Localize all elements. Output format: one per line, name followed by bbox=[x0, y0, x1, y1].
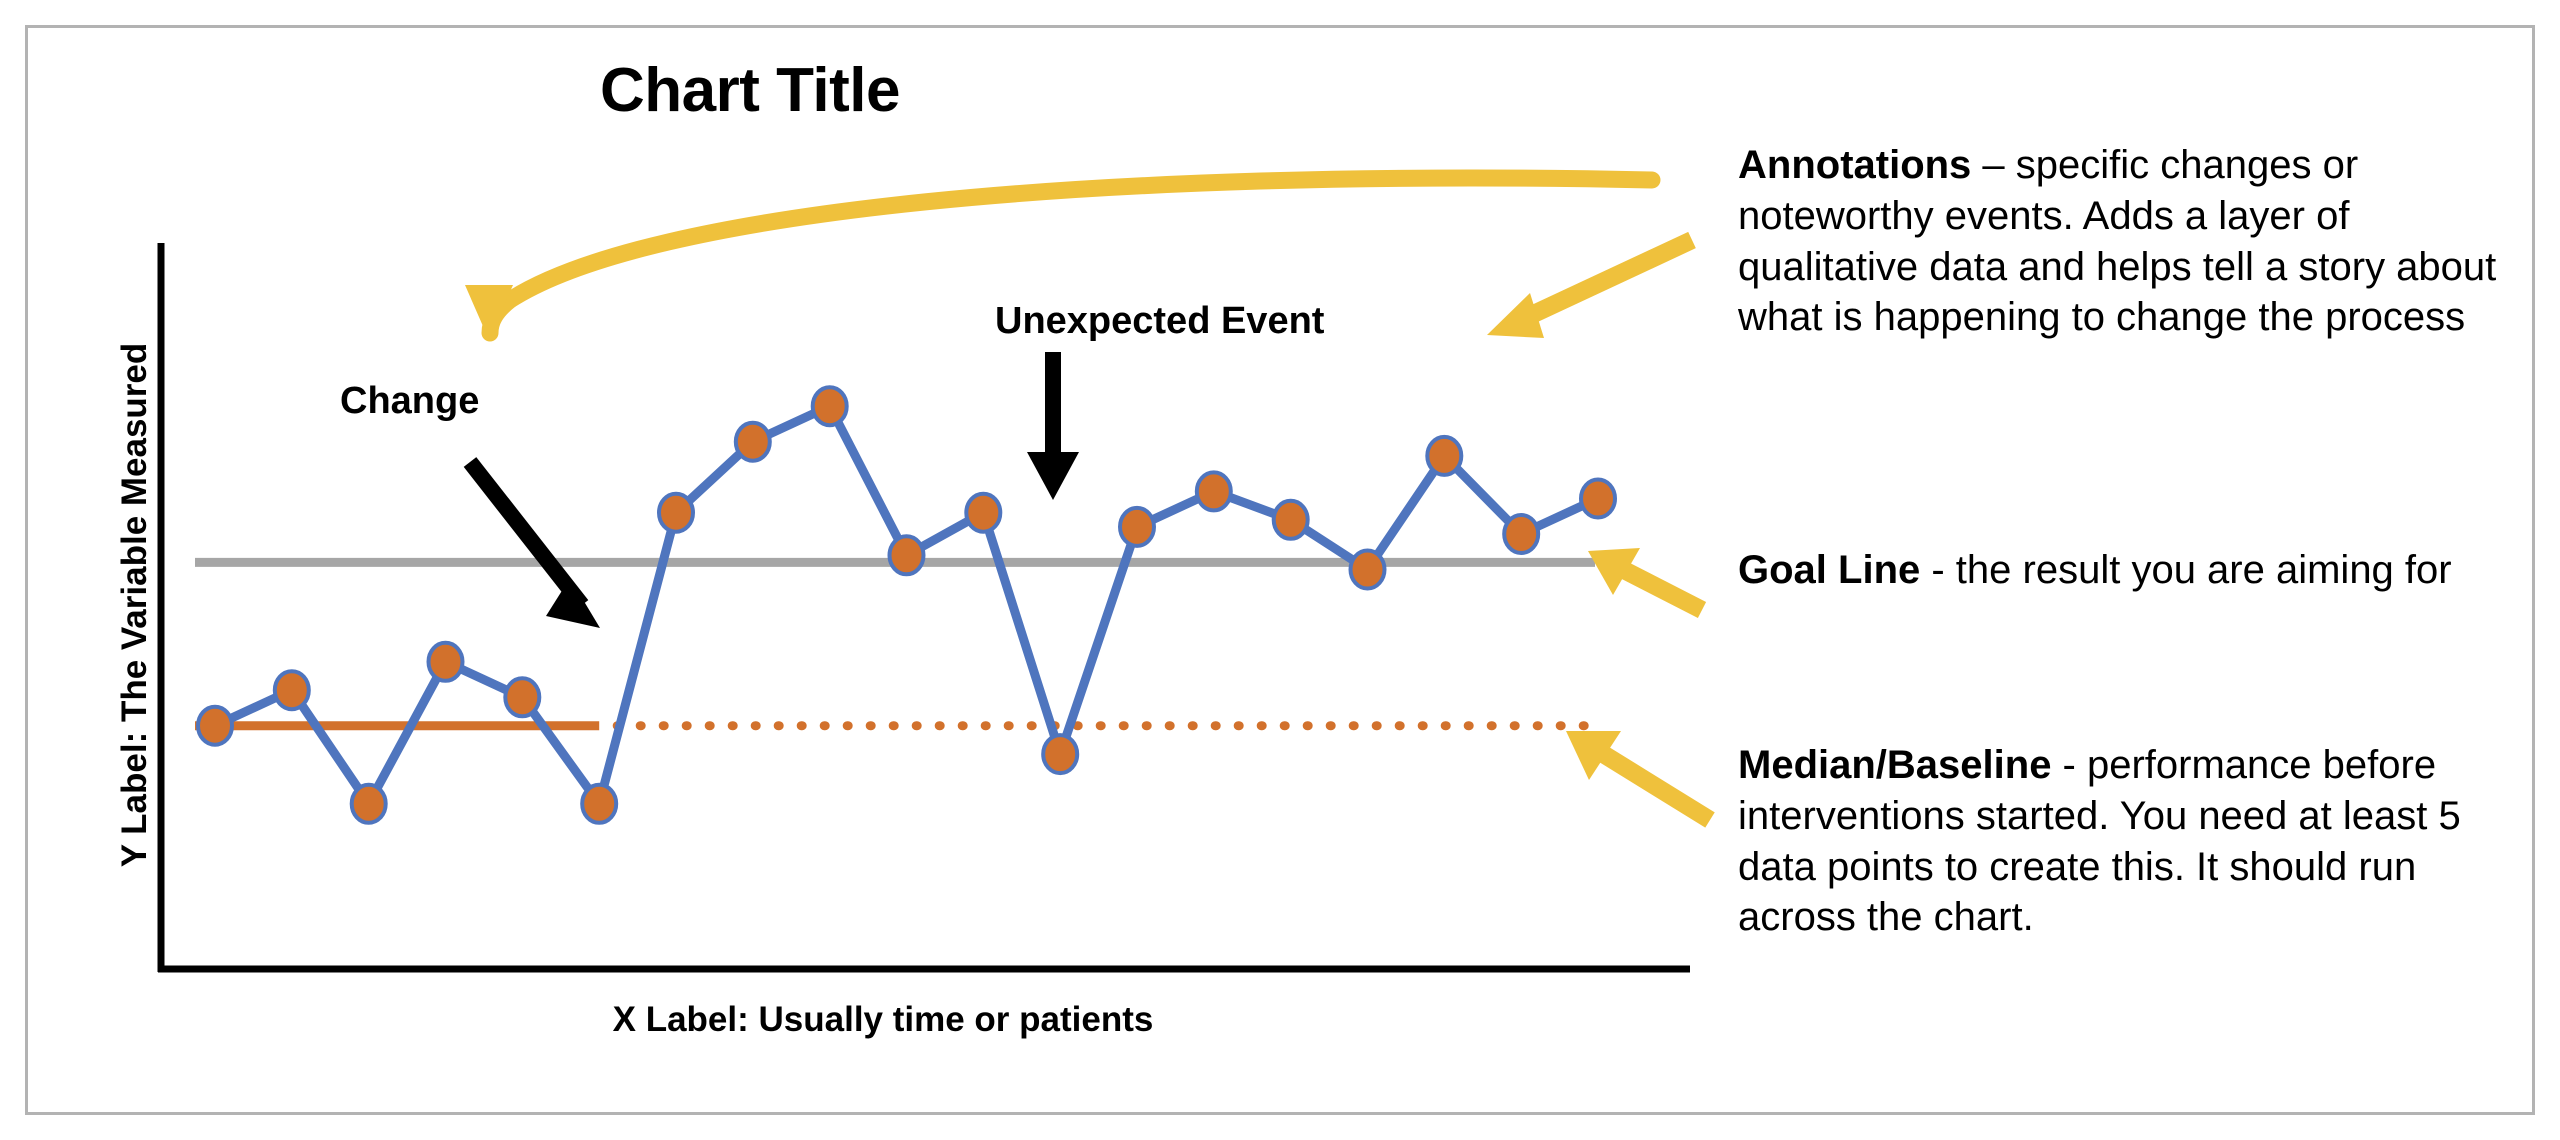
callout-annotations-term: Annotations bbox=[1738, 143, 1972, 187]
callout-median-baseline: Median/Baseline - performance before int… bbox=[1738, 740, 2528, 943]
callout-median-baseline-term: Median/Baseline bbox=[1738, 743, 2052, 787]
callout-annotations: Annotations – specific changes or notewo… bbox=[1738, 140, 2528, 343]
callout-goal-line-term: Goal Line bbox=[1738, 548, 1921, 592]
page-border bbox=[25, 25, 2535, 1115]
y-axis-label: Y Label: The Variable Measured bbox=[115, 342, 154, 868]
callout-annotations-body: – specific changes or noteworthy events.… bbox=[1738, 143, 2497, 340]
callout-goal-line: Goal Line - the result you are aiming fo… bbox=[1738, 545, 2528, 596]
annotation-label-change: Change bbox=[340, 380, 480, 422]
callout-median-baseline-body: - performance before interventions start… bbox=[1738, 743, 2461, 940]
page-title: Chart Title bbox=[600, 56, 900, 125]
callout-goal-line-body: - the result you are aiming for bbox=[1920, 548, 2452, 592]
annotation-label-unexpected-event: Unexpected Event bbox=[995, 300, 1325, 342]
x-axis-label: X Label: Usually time or patients bbox=[612, 1000, 1154, 1039]
